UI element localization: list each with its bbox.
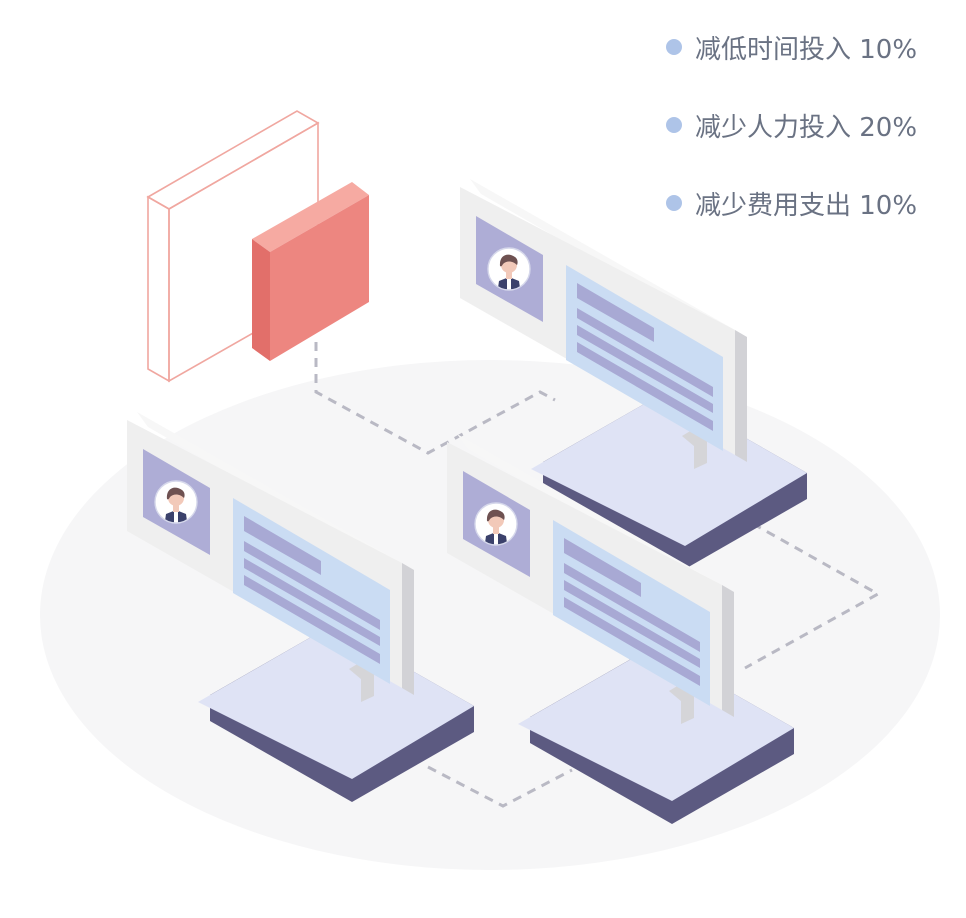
bullet-dot — [666, 39, 682, 55]
legend-item: 减少人力投入 20% — [666, 86, 966, 164]
isometric-block-group — [146, 110, 369, 383]
avatar-frame — [463, 471, 530, 577]
dashed-connectors — [314, 342, 882, 808]
profile-card — [127, 412, 414, 702]
bullet-dot — [666, 117, 682, 133]
legend-item: 减少费用支出 10% — [666, 164, 966, 242]
content-panel — [233, 498, 390, 684]
avatar-frame — [143, 449, 210, 555]
avatar-frame — [476, 216, 543, 322]
legend-item: 减低时间投入 10% — [666, 8, 966, 86]
connector-block-to-card — [314, 342, 556, 455]
connector-bottom — [427, 765, 573, 808]
red-block — [252, 182, 369, 361]
legend-item-label: 减少人力投入 20% — [695, 112, 918, 143]
content-panel — [553, 520, 710, 706]
connector-right-side — [724, 506, 882, 670]
workstation-top-right — [460, 179, 807, 569]
workstation-center — [447, 434, 794, 824]
legend-item-label: 减少费用支出 10% — [695, 190, 918, 221]
benefits-legend: 减低时间投入 10% 减少人力投入 20% 减少费用支出 10% — [666, 8, 966, 242]
profile-card — [460, 179, 747, 469]
legend-item-label: 减低时间投入 10% — [695, 34, 918, 65]
content-panel — [566, 265, 723, 451]
bullet-dot — [666, 195, 682, 211]
workstation-left — [127, 412, 474, 802]
profile-card — [447, 434, 734, 724]
